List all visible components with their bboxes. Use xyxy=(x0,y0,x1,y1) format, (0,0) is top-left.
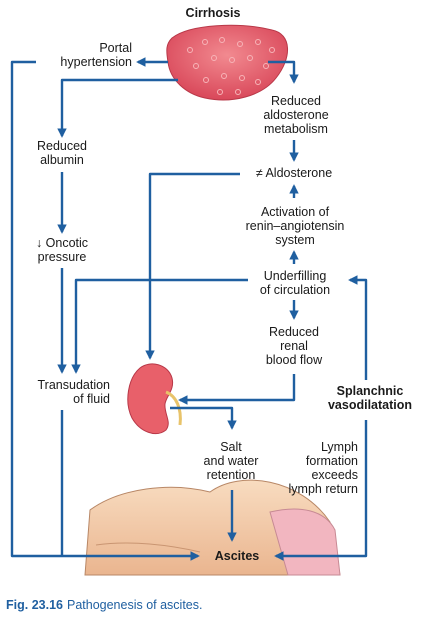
reduced-aldosterone-metabolism-label: Reduced aldosterone metabolism xyxy=(246,94,346,136)
ascites-label: Ascites xyxy=(214,549,260,563)
arrow-liver-to-reduced-albumin xyxy=(57,78,178,138)
underfilling-line-2: of circulation xyxy=(259,283,331,297)
arrow-aldosterone-to-kidney xyxy=(145,172,240,360)
reduced-renal-blood-flow-line-3: blood flow xyxy=(265,353,323,367)
salt-water-retention-line-3: retention xyxy=(206,468,256,482)
splanchnic-vasodilatation-line-1: Splanchnic xyxy=(336,384,404,398)
lymph-formation-line-4: lymph return xyxy=(288,482,358,496)
arrow-portal-hypertension-to-ascites xyxy=(10,60,200,561)
lymph-formation-label: Lymph formation exceeds lymph return xyxy=(262,440,358,496)
salt-water-retention-line-2: and water xyxy=(203,454,259,468)
arrow-renal-blood-flow-to-kidney xyxy=(178,374,296,405)
arrow-underfilling-to-transudation xyxy=(71,278,248,374)
arrow-liver-to-reduced-aldosterone-metabolism xyxy=(268,60,299,84)
reduced-aldosterone-metabolism-line-2: aldosterone xyxy=(263,108,329,122)
reduced-renal-blood-flow-label: Reduced renal blood flow xyxy=(252,325,336,367)
splanchnic-vasodilatation-line-2: vasodilatation xyxy=(327,398,413,412)
figure-caption-text: Pathogenesis of ascites. xyxy=(66,598,203,612)
arrow-kidney-to-salt-water-retention xyxy=(170,406,237,430)
underfilling-label: Underfilling of circulation xyxy=(244,269,346,297)
kidney-illustration xyxy=(127,363,182,434)
figure-number: Fig. 23.16 xyxy=(6,598,63,612)
renin-angiotensin-line-3: system xyxy=(275,233,315,247)
reduced-aldosterone-metabolism-line-3: metabolism xyxy=(264,122,328,136)
splanchnic-vasodilatation-label: Splanchnic vasodilatation xyxy=(318,384,422,412)
lymph-formation-line-3: exceeds xyxy=(311,468,358,482)
salt-water-retention-line-1: Salt xyxy=(220,440,242,454)
underfilling-line-1: Underfilling xyxy=(263,269,327,283)
renin-angiotensin-activation-label: Activation of renin–angiotensin system xyxy=(238,205,352,247)
reduced-albumin-line-1: Reduced xyxy=(36,139,88,153)
oncotic-pressure-label: ↓ Oncotic pressure xyxy=(22,236,102,264)
reduced-renal-blood-flow-line-1: Reduced xyxy=(268,325,320,339)
oncotic-pressure-line-1: ↓ Oncotic xyxy=(35,236,89,250)
reduced-aldosterone-metabolism-line-1: Reduced xyxy=(270,94,322,108)
arrow-splanchnic-to-ascites xyxy=(274,420,368,561)
transudation-line-2: of fluid xyxy=(73,392,110,406)
portal-hypertension-line-1: Portal xyxy=(99,41,132,55)
lymph-formation-line-1: Lymph xyxy=(320,440,358,454)
reduced-albumin-line-2: albumin xyxy=(40,153,84,167)
portal-hypertension-line-2: hypertension xyxy=(60,55,132,69)
transudation-line-1: Transudation xyxy=(37,378,111,392)
transudation-label: Transudation of fluid xyxy=(8,378,111,406)
oncotic-pressure-line-2: pressure xyxy=(37,250,87,264)
salt-water-retention-label: Salt and water retention xyxy=(190,440,272,482)
arrow-splanchnic-to-underfilling xyxy=(348,275,368,380)
cirrhosis-label: Cirrhosis xyxy=(185,6,241,20)
aldosterone-label: ≠ Aldosterone xyxy=(255,166,333,180)
lymph-formation-line-2: formation xyxy=(305,454,358,468)
liver-illustration xyxy=(166,24,288,101)
reduced-renal-blood-flow-line-2: renal xyxy=(280,339,308,353)
reduced-albumin-label: Reduced albumin xyxy=(22,139,102,167)
renin-angiotensin-line-1: Activation of xyxy=(260,205,330,219)
renin-angiotensin-line-2: renin–angiotensin xyxy=(245,219,345,233)
portal-hypertension-label: Portal hypertension xyxy=(34,41,132,69)
